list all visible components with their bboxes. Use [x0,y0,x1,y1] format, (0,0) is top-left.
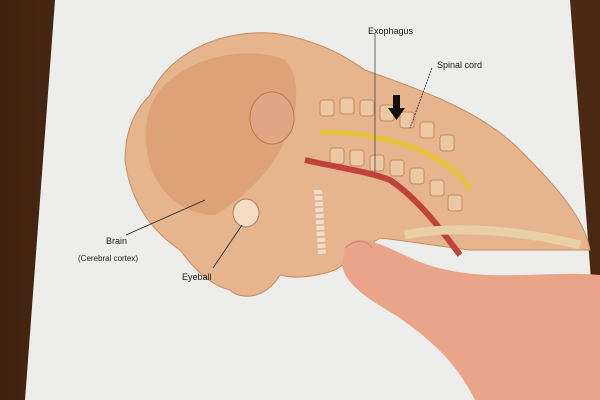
spinal-cord [319,129,473,192]
teeth [314,189,326,256]
vertebrae [319,97,463,212]
label-brain-sub: (Cerebral cortex) [78,254,139,263]
pointer-arrow [388,95,405,120]
pointing-finger [342,239,600,400]
label-eyeball: Eyeball [182,272,212,282]
collar-bone [404,225,582,250]
label-brain: Brain [106,236,128,246]
brain-region [145,53,297,215]
label-esophagus: Exophagus [368,26,414,36]
esophagus [304,157,463,257]
ear [249,91,295,145]
eyeball [232,198,260,228]
label-spinal-cord: Spinal cord [437,60,483,70]
